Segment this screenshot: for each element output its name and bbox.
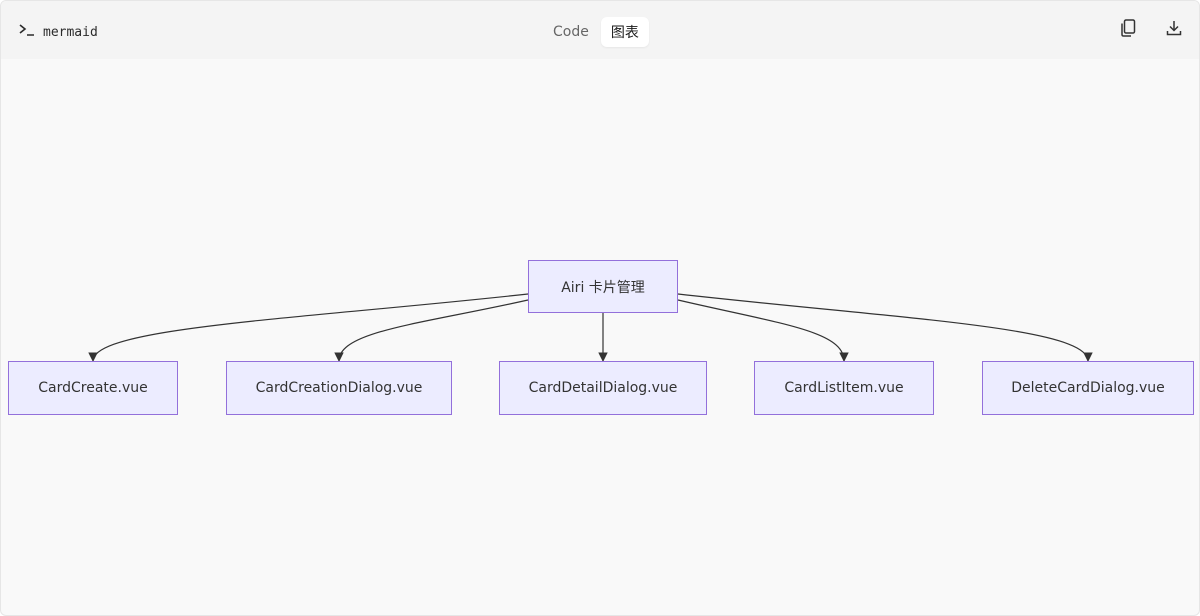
edge-root-to-card-list-item [677, 299, 849, 362]
node-card-detail-dialog: CardDetailDialog.vue [499, 361, 707, 415]
download-icon [1166, 20, 1182, 40]
node-card-list-item: CardListItem.vue [754, 361, 934, 415]
edge-root-to-delete-card-dialog [677, 293, 1093, 362]
edge-root-to-card-creation-dialog [334, 299, 529, 362]
copy-button[interactable] [1117, 19, 1139, 41]
copy-icon [1120, 19, 1136, 41]
language-indicator: mermaid [19, 22, 98, 42]
edge-root-to-card-create [88, 293, 529, 362]
terminal-prompt-icon [19, 24, 35, 40]
tab-code[interactable]: Code [553, 24, 589, 40]
code-block-header: mermaid Code 图表 [1, 1, 1199, 59]
language-label: mermaid [43, 24, 98, 40]
node-card-create: CardCreate.vue [8, 361, 178, 415]
download-button[interactable] [1163, 19, 1185, 41]
node-delete-card-dialog: DeleteCardDialog.vue [982, 361, 1194, 415]
node-card-creation-dialog: CardCreationDialog.vue [226, 361, 452, 415]
node-root: Airi 卡片管理 [528, 260, 678, 313]
tab-chart[interactable]: 图表 [600, 17, 649, 47]
view-tabs: Code 图表 [543, 16, 649, 48]
flowchart-diagram: Airi 卡片管理 CardCreate.vue CardCreationDia… [1, 59, 1199, 615]
header-actions [1117, 19, 1185, 41]
flowchart-edges [88, 293, 1093, 362]
